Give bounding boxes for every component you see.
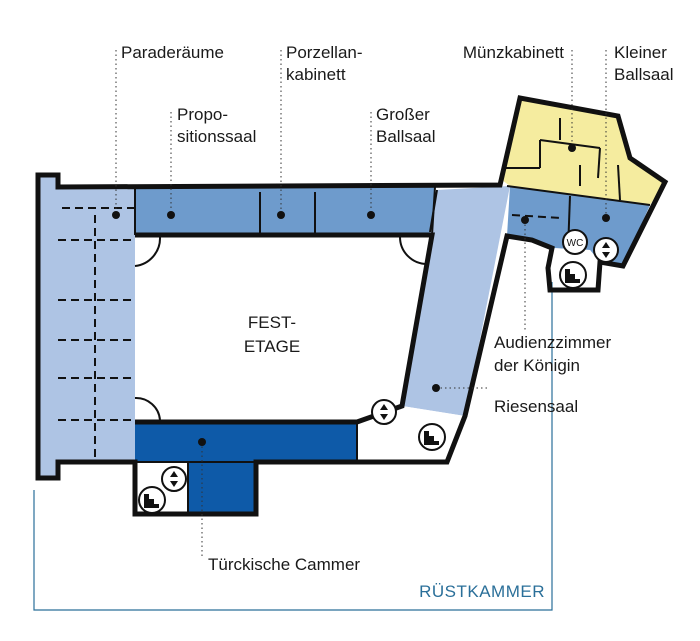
ruestkammer-label: RÜSTKAMMER [419, 582, 545, 601]
courtyard-corner-ne [399, 236, 428, 265]
courtyard-wall [135, 232, 435, 425]
partitions [58, 118, 651, 514]
outer-wall [35, 95, 669, 517]
label-audienzzimmer: Audienzzimmer [494, 333, 611, 352]
label-grosser-ballsaal: Ballsaal [376, 127, 436, 146]
grosser-ballsaal-room[interactable] [315, 187, 435, 235]
label-kleiner-ballsaal: Kleiner [614, 43, 667, 62]
porzellankabinett-room[interactable] [260, 187, 315, 235]
label-porzellankabinett: Porzellan- [286, 43, 363, 62]
ruestkammer-outline [33, 282, 553, 611]
tuerckische-cammer-annex[interactable] [188, 462, 256, 514]
label-audienzzimmer: der Königin [494, 356, 580, 375]
center-label: ETAGE [244, 337, 300, 356]
elevator-icon[interactable] [161, 466, 187, 492]
muenzkabinett-room[interactable] [502, 98, 665, 205]
svg-text:WC: WC [567, 238, 584, 249]
elevator-icon[interactable] [371, 399, 397, 425]
label-porzellankabinett: kabinett [286, 65, 346, 84]
label-kleiner-ballsaal: Ballsaal [614, 65, 674, 84]
tuerckische-cammer-room[interactable] [135, 422, 357, 462]
courtyard-corner-nw [134, 236, 162, 267]
label-grosser-ballsaal: Großer [376, 105, 430, 124]
center-label: FEST- [248, 313, 296, 332]
wc-icon[interactable]: WC [562, 229, 588, 255]
stairs-icon[interactable] [559, 261, 587, 289]
stairs-icon[interactable] [138, 486, 166, 514]
label-propositionssaal: sitionssaal [177, 127, 256, 146]
paraderaeume-room[interactable] [38, 175, 135, 478]
courtyard-corner-sw [134, 396, 161, 421]
stairs-icon[interactable] [418, 423, 446, 451]
leaders [112, 50, 610, 558]
label-paraderaeume: Paraderäume [121, 43, 224, 62]
label-propositionssaal: Propo- [177, 105, 228, 124]
label-muenzkabinett: Münzkabinett [463, 43, 564, 62]
elevator-icon[interactable] [593, 237, 619, 263]
label-riesensaal: Riesensaal [494, 397, 578, 416]
propositionssaal-room[interactable] [135, 187, 260, 235]
label-tuerckische-cammer: Türckische Cammer [208, 555, 360, 574]
